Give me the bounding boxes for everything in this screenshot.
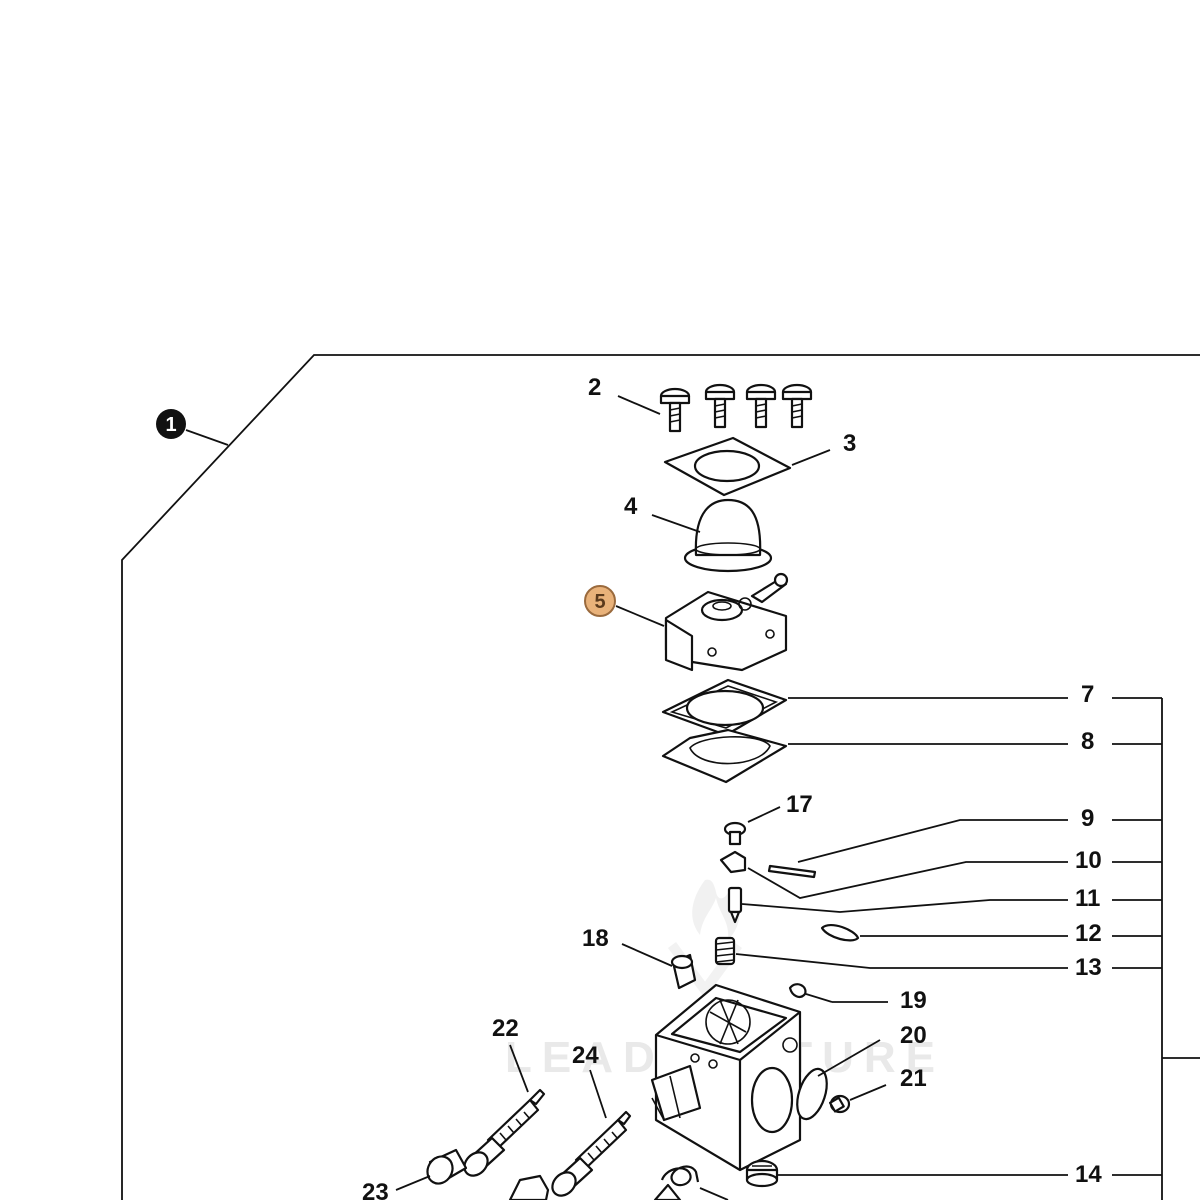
label-18: 18: [582, 925, 609, 952]
part-7-diaphragm[interactable]: [661, 678, 788, 737]
part-23-limiter-cap[interactable]: [423, 1148, 468, 1188]
label-17: 17: [786, 791, 813, 818]
leader-17: [747, 806, 781, 823]
part-20-plate[interactable]: [792, 1065, 833, 1122]
part-10-lever[interactable]: [719, 850, 747, 874]
part-lower-spring[interactable]: [653, 1165, 700, 1200]
part-2-screws[interactable]: [659, 383, 813, 433]
assembly-outline: [121, 354, 1200, 1200]
part-19-clip[interactable]: [788, 983, 807, 998]
part-21-screw[interactable]: [828, 1094, 851, 1114]
label-20: 20: [900, 1022, 927, 1049]
leader-24: [589, 1069, 607, 1119]
right-leader-group: [735, 697, 1200, 1200]
label-13: 13: [1075, 954, 1102, 981]
part-24-adjusting-screw[interactable]: [548, 1110, 632, 1200]
part-17-screw[interactable]: [723, 821, 747, 846]
label-21: 21: [900, 1065, 927, 1092]
leader-21: [849, 1084, 887, 1101]
label-9: 9: [1081, 805, 1094, 832]
leader-5: [615, 605, 665, 627]
label-11: 11: [1075, 885, 1100, 912]
label-7: 7: [1081, 681, 1094, 708]
part-12-plate[interactable]: [820, 923, 860, 942]
highlighted-callout-5[interactable]: 5: [584, 585, 616, 617]
highlighted-callout-number: 5: [594, 591, 605, 613]
label-8: 8: [1081, 728, 1094, 755]
part-14-nut[interactable]: [745, 1159, 779, 1188]
label-24: 24: [572, 1042, 599, 1069]
label-12: 12: [1075, 920, 1102, 947]
assembly-callout[interactable]: 1: [156, 409, 186, 439]
part-11-inlet-needle[interactable]: [727, 886, 743, 924]
part-18-plug[interactable]: [670, 953, 697, 990]
part-13-spring[interactable]: [714, 936, 736, 966]
assembly-callout-marker: [156, 409, 186, 439]
leader-18: [621, 943, 673, 967]
leader-23: [395, 1175, 431, 1191]
part-4-primer-bulb[interactable]: [683, 498, 773, 573]
label-10: 10: [1075, 847, 1102, 874]
part-lower-cap[interactable]: [508, 1174, 550, 1200]
leader-3: [791, 449, 831, 466]
leader-1: [185, 429, 229, 446]
part-5-pump-cover[interactable]: [664, 572, 789, 672]
highlighted-callout-marker: [584, 585, 616, 617]
leader-4: [651, 514, 701, 533]
part-22-adjusting-screw[interactable]: [460, 1088, 546, 1180]
label-14: 14: [1075, 1161, 1102, 1188]
part-8-gasket[interactable]: [661, 728, 788, 784]
label-3: 3: [843, 430, 856, 457]
label-4: 4: [624, 493, 638, 520]
label-2: 2: [588, 374, 601, 401]
label-19: 19: [900, 987, 927, 1014]
part-9-pin[interactable]: [767, 864, 817, 879]
part-carburetor-body[interactable]: [650, 983, 802, 1172]
leader-20: [817, 1039, 881, 1077]
leader-2: [617, 395, 661, 415]
label-23: 23: [362, 1179, 389, 1200]
part-3-gasket[interactable]: [663, 436, 792, 497]
leader-19: [805, 993, 833, 1003]
label-22: 22: [492, 1015, 519, 1042]
assembly-callout-number: 1: [165, 414, 176, 436]
leader-lower: [699, 1187, 729, 1200]
leader-22: [509, 1044, 529, 1093]
